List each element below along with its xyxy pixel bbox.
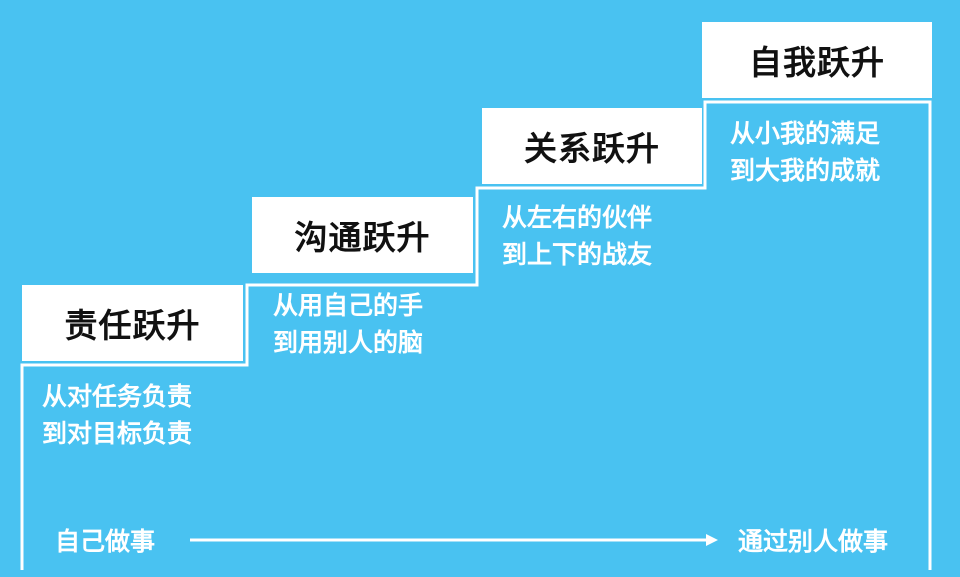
step-1-description: 从对任务负责 到对目标负责 (42, 378, 192, 452)
step-4-description: 从小我的满足 到大我的成就 (730, 115, 880, 189)
step-2-line-2: 到用别人的脑 (273, 328, 424, 357)
step-4-title-box: 自我跃升 (702, 22, 932, 98)
arrow-head-icon (706, 534, 718, 546)
step-2-title-box: 沟通跃升 (252, 197, 473, 273)
step-3-line-1: 从左右的伙伴 (502, 203, 653, 232)
step-3-line-2: 到上下的战友 (502, 240, 653, 269)
step-3-title: 关系跃升 (524, 129, 660, 168)
step-1-line-2: 到对目标负责 (42, 419, 193, 448)
step-3-description: 从左右的伙伴 到上下的战友 (502, 199, 652, 273)
step-1-line-1: 从对任务负责 (42, 382, 193, 411)
step-2-description: 从用自己的手 到用别人的脑 (273, 287, 423, 361)
axis-end-label: 通过别人做事 (738, 527, 889, 556)
step-4-line-1: 从小我的满足 (730, 119, 881, 148)
step-3-title-box: 关系跃升 (482, 108, 702, 184)
axis-start-label: 自己做事 (55, 527, 156, 556)
step-1-title-box: 责任跃升 (22, 285, 243, 361)
step-4-line-2: 到大我的成就 (730, 156, 881, 185)
staircase-line (20, 100, 932, 570)
step-4-title: 自我跃升 (749, 43, 885, 82)
step-2-line-1: 从用自己的手 (273, 291, 424, 320)
step-1-title: 责任跃升 (64, 306, 201, 345)
step-2-title: 沟通跃升 (294, 218, 431, 257)
